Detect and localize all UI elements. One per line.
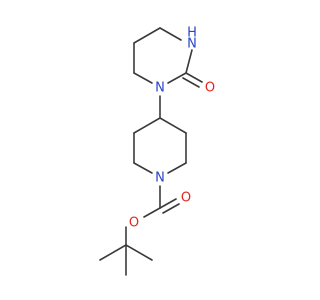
atom-label-layer: H N O N N O O [129, 26, 215, 231]
bond-c4-n3 [159, 27, 182, 41]
atom-label-urea-nitrogen: N [155, 81, 165, 96]
bond-c5-c4 [133, 27, 161, 44]
bond-c2-o-b [182, 77, 200, 88]
bond-carbamate-c-o-single [143, 207, 161, 218]
atom-label-h: H [187, 26, 197, 41]
bond-c2-o-a [185, 72, 203, 83]
bond-pc5-pc4 [133, 117, 161, 134]
atom-label-nh-nitrogen: N [187, 37, 197, 52]
atom-label-carbamate-ester-oxygen: O [129, 216, 139, 231]
atom-label-urea-oxygen: O [205, 81, 215, 96]
bond-n1-c6 [133, 72, 153, 84]
bond-carbamate-c-o-a [159, 198, 177, 209]
bond-c2-n1 [167, 72, 187, 84]
bond-carbamate-c-o-b [162, 203, 180, 214]
bond-tbu-methyl-right [125, 244, 153, 261]
bond-tbu-methyl-left [99, 244, 127, 261]
bond-pc4-pc3 [159, 117, 187, 134]
bond-layer [99, 27, 203, 276]
atom-label-carbamate-carbonyl-oxygen: O [181, 191, 191, 206]
bond-pc2-pn [167, 162, 187, 174]
molecular-structure-diagram: H N O N N O O [99, 26, 215, 276]
bond-n3-c2 [185, 49, 193, 74]
bond-pn-pc6 [133, 162, 153, 174]
atom-label-piperidine-nitrogen: N [155, 171, 165, 186]
